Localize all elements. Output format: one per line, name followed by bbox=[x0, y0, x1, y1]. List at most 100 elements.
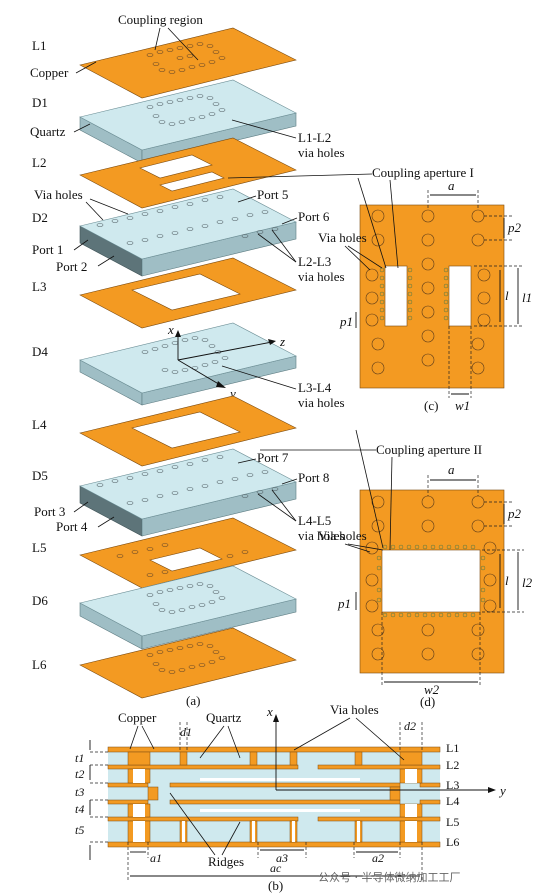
layer-d5 bbox=[79, 448, 297, 537]
layer-l4 bbox=[79, 395, 297, 467]
label-l5: L5 bbox=[32, 540, 46, 555]
leader-c-via-2 bbox=[347, 245, 383, 269]
label-l6: L6 bbox=[32, 657, 47, 672]
b-layer-l6: L6 bbox=[446, 835, 459, 849]
b-t3: t3 bbox=[75, 785, 84, 799]
d-dim-a: a bbox=[448, 462, 455, 477]
c-via-holes-label: Via holes bbox=[318, 230, 367, 245]
layer-d6 bbox=[79, 565, 297, 650]
b-layer-l5: L5 bbox=[446, 815, 459, 829]
label-port-2: Port 2 bbox=[56, 259, 87, 274]
l2-aperture-2 bbox=[159, 171, 225, 192]
l2-aperture bbox=[139, 154, 213, 179]
label-d2: D2 bbox=[32, 210, 48, 225]
b-copper-layers bbox=[107, 746, 441, 848]
b-ridge-1 bbox=[200, 778, 360, 781]
leader-port-6 bbox=[281, 217, 298, 225]
leader-b-quartz-2 bbox=[227, 725, 241, 759]
leader-l4-l5-via-2 bbox=[271, 489, 297, 522]
b-ridge-2 bbox=[200, 809, 360, 812]
c-dim-p2: p2 bbox=[507, 220, 522, 235]
d-title: Coupling aperture II bbox=[376, 442, 482, 457]
c-dim-l: l bbox=[505, 288, 509, 303]
label-port-3: Port 3 bbox=[34, 504, 65, 519]
label-axis-x-a: x bbox=[167, 322, 174, 337]
leader-c-via-1 bbox=[344, 245, 371, 271]
leader-coupling-2 bbox=[167, 27, 199, 61]
c-aperture-left bbox=[384, 265, 408, 327]
panel-d-label: (d) bbox=[420, 694, 435, 709]
layer-d4 bbox=[79, 322, 297, 406]
c-copper-plate bbox=[359, 204, 505, 389]
l5-aperture bbox=[149, 547, 223, 572]
c-via-holes-large bbox=[365, 209, 491, 375]
leader-l1-l2-via bbox=[231, 119, 297, 139]
label-l3-l4-via-2: via holes bbox=[298, 395, 345, 410]
layer-l5 bbox=[79, 517, 297, 589]
leader-coupling-1 bbox=[154, 27, 161, 51]
b-t1: t1 bbox=[75, 751, 84, 765]
b-axis-y: y bbox=[498, 783, 506, 798]
b-axis-y-arrow bbox=[488, 787, 496, 793]
label-l2-l3-via-1: L2-L3 bbox=[298, 254, 331, 269]
leader-port-7 bbox=[237, 458, 257, 464]
c-title: Coupling aperture I bbox=[372, 165, 474, 180]
leader-d-via-1 bbox=[344, 543, 371, 553]
leader-d-title-3 bbox=[355, 429, 384, 549]
panel-d: Coupling aperture II Via holes a p2 l l2… bbox=[260, 429, 533, 709]
d-aperture bbox=[381, 549, 481, 613]
d-dim-l: l bbox=[505, 573, 509, 588]
b-axis-x-arrow bbox=[273, 714, 279, 722]
layer-l3 bbox=[79, 257, 297, 329]
leader-port-5 bbox=[237, 195, 257, 203]
leader-l2-l3-via-1 bbox=[257, 233, 297, 263]
label-port-7: Port 7 bbox=[257, 450, 289, 465]
b-t2: t2 bbox=[75, 767, 84, 781]
layer-l2 bbox=[79, 137, 297, 209]
l6-via-holes bbox=[146, 642, 226, 674]
layer-l6 bbox=[79, 627, 297, 699]
label-axis-y-a: y bbox=[228, 386, 236, 401]
c-dim-l1: l1 bbox=[522, 290, 532, 305]
d-dim-p2: p2 bbox=[507, 506, 522, 521]
label-l4-l5-via-1: L4-L5 bbox=[298, 513, 331, 528]
layer-l1 bbox=[79, 27, 297, 99]
l4-aperture bbox=[131, 411, 241, 449]
leader-l3-l4-via bbox=[221, 365, 297, 390]
b-dim-a2: a2 bbox=[372, 851, 384, 865]
panel-c-label: (c) bbox=[424, 398, 438, 413]
b-layer-l1: L1 bbox=[446, 741, 459, 755]
b-dim-a3: a3 bbox=[276, 851, 288, 865]
b-label-via-holes: Via holes bbox=[330, 702, 379, 717]
d-dim-p1: p1 bbox=[337, 596, 351, 611]
watermark: 公众号 · 半导体微纳加工工厂 bbox=[318, 870, 461, 884]
label-l2: L2 bbox=[32, 155, 46, 170]
label-coupling-region: Coupling region bbox=[118, 12, 203, 27]
c-dim-w1: w1 bbox=[455, 398, 470, 413]
leader-b-copper-1 bbox=[129, 725, 139, 750]
label-port-1: Port 1 bbox=[32, 242, 63, 257]
d5-via-holes bbox=[96, 455, 279, 505]
d4-via-holes bbox=[141, 336, 229, 374]
c-dim-p1: p1 bbox=[339, 314, 353, 329]
leader-port-2 bbox=[97, 255, 115, 267]
c-dim-a: a bbox=[448, 178, 455, 193]
leader-c-title-2 bbox=[389, 179, 399, 269]
leader-b-ridges-2 bbox=[221, 821, 241, 856]
b-via-cores bbox=[133, 769, 417, 842]
leader-port-4 bbox=[97, 516, 115, 528]
leader-via-holes-a-1 bbox=[85, 201, 104, 221]
d1-via-holes bbox=[146, 94, 226, 126]
leader-c-title-1 bbox=[227, 173, 373, 179]
label-port-5: Port 5 bbox=[257, 187, 288, 202]
leader-b-ridges-1 bbox=[169, 792, 216, 856]
label-via-holes-a: Via holes bbox=[34, 187, 83, 202]
leader-l4-l5-via-1 bbox=[257, 493, 297, 522]
label-d1: D1 bbox=[32, 95, 48, 110]
d-dim-l2: l2 bbox=[522, 575, 533, 590]
label-l1-l2-via-1: L1-L2 bbox=[298, 130, 331, 145]
b-t5: t5 bbox=[75, 823, 84, 837]
b-label-ridges: Ridges bbox=[208, 854, 244, 869]
label-l4: L4 bbox=[32, 417, 47, 432]
leader-b-quartz-1 bbox=[199, 725, 225, 759]
